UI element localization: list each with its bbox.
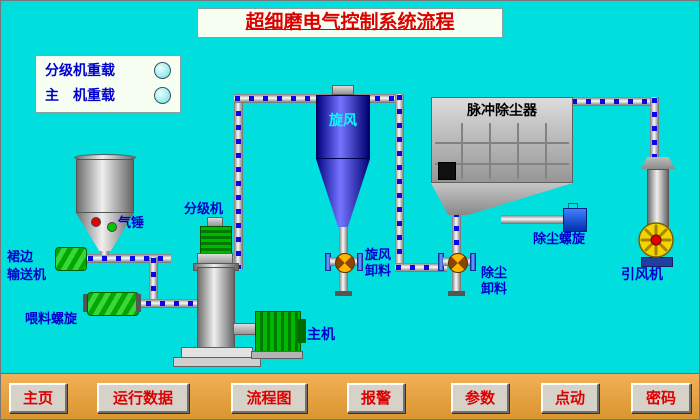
pipe-feeder-drop <box>149 257 158 305</box>
nav-button-run-data[interactable]: 运行数据 <box>97 383 189 413</box>
main-overload-indicator <box>154 87 171 104</box>
nav-button-home[interactable]: 主页 <box>9 383 67 413</box>
cyclone-cone <box>316 159 370 227</box>
pipe-cyclone-valve-down <box>339 271 348 293</box>
main-overload-label: 主 机重载 <box>45 87 115 103</box>
nav-button-flowchart[interactable]: 流程图 <box>231 383 307 413</box>
pipe-to-dust-valve <box>395 263 447 272</box>
dust-discharge-valve <box>448 253 468 273</box>
skirt-conveyor-feeder <box>55 247 87 271</box>
dust-discharge-label-2: 卸料 <box>481 281 508 296</box>
main-motor-base <box>251 351 303 359</box>
dust-discharge-label-1: 除尘 <box>481 265 508 280</box>
induced-draft-fan-icon <box>638 222 674 258</box>
pipe-fan-inlet <box>650 97 659 161</box>
nav-button-params[interactable]: 参数 <box>451 383 509 413</box>
nav-button-alarm[interactable]: 报警 <box>347 383 405 413</box>
cyclone-discharge-valve <box>335 253 355 273</box>
pipe-mid-downcomer <box>395 94 404 268</box>
pipe-dc-outlet <box>452 211 461 253</box>
skirt-conveyor-label-1: 裙边 <box>7 249 34 264</box>
dust-collector-door <box>438 162 456 180</box>
screw-flange <box>136 294 141 312</box>
pipe-feeder <box>59 254 171 263</box>
nav-button-jog[interactable]: 点动 <box>541 383 599 413</box>
stack-cap <box>641 157 675 169</box>
cyclone-body <box>316 95 370 159</box>
hopper-red-indicator <box>91 217 101 227</box>
title-box: 超细磨电气控制系统流程 <box>197 8 503 38</box>
pipe-endcap <box>335 291 352 296</box>
nav-button-password[interactable]: 密码 <box>631 383 691 413</box>
skirt-conveyor-label-2: 输送机 <box>7 267 47 282</box>
dust-collector-hopper <box>431 183 573 215</box>
classifier-overload-label: 分级机重载 <box>45 62 115 78</box>
fan-label: 引风机 <box>621 266 663 282</box>
valve-flange <box>357 253 363 271</box>
cyclone-discharge-label-2: 卸料 <box>365 263 392 278</box>
air-hammer-label: 气锤 <box>118 215 145 230</box>
valve-flange <box>470 253 476 271</box>
dust-screw-drive <box>563 208 587 232</box>
page-title: 超细磨电气控制系统流程 <box>245 12 455 33</box>
hopper-green-indicator <box>107 222 117 232</box>
cyclone-discharge-label-1: 旋风 <box>365 247 392 262</box>
feed-screw <box>87 292 139 316</box>
dust-screw-label: 除尘螺旋 <box>533 231 586 246</box>
dust-collector-grid <box>435 123 569 179</box>
feed-screw-label: 喂料螺旋 <box>25 311 78 326</box>
pipe-mill-riser <box>234 96 243 270</box>
hopper-body <box>76 159 134 213</box>
pipe-feed-screw-line <box>89 299 201 308</box>
pipe-dust-valve-down <box>452 271 461 293</box>
dust-collector-label: 脉冲除尘器 <box>467 102 537 118</box>
main-motor-endcap <box>298 319 306 343</box>
classifier-motor <box>200 226 232 256</box>
main-motor <box>255 311 301 353</box>
screw-flange <box>83 294 88 312</box>
cyclone-label: 旋风 <box>329 112 357 128</box>
pipe-dust-screw-line <box>501 215 565 224</box>
cyclone-top-cap <box>332 85 354 95</box>
overload-panel: 分级机重载 主 机重载 <box>35 55 181 113</box>
main-machine-label: 主机 <box>307 326 335 342</box>
nav-bar: 主页 运行数据 流程图 报警 参数 点动 密码 <box>1 373 699 419</box>
mill-base-lower <box>173 357 261 367</box>
pipe-cyclone-outlet <box>339 225 348 253</box>
pipe-dc-exhaust <box>571 97 657 106</box>
classifier-label: 分级机 <box>184 201 224 216</box>
main-motor-shaft <box>233 323 257 335</box>
mill-tower <box>197 267 235 351</box>
pipe-endcap <box>448 291 465 296</box>
classifier-overload-indicator <box>154 62 171 79</box>
